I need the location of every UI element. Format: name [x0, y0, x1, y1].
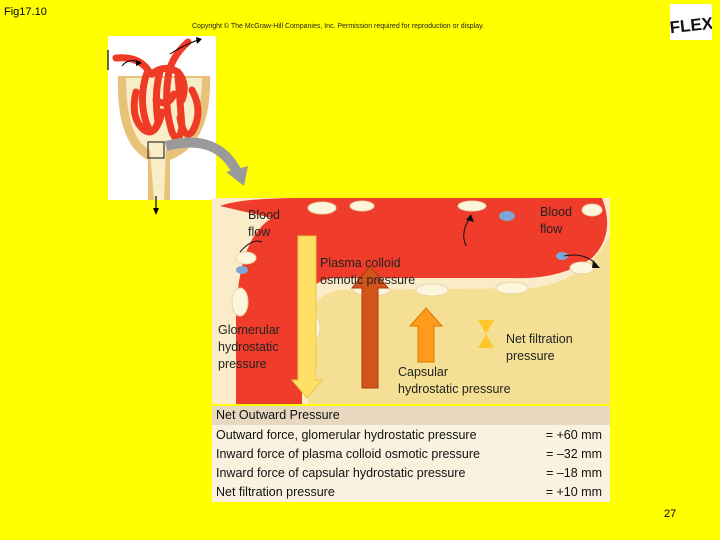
row-value: = +60 mm	[545, 428, 602, 442]
glomerular-pressure-arrow	[290, 235, 324, 399]
net-filtration-arrow	[478, 320, 494, 348]
nucleus	[556, 252, 568, 260]
row-value: = –18 mm	[546, 466, 602, 480]
table-title: Net Outward Pressure	[212, 406, 610, 425]
plasma-colloid-label: Plasma colloid osmotic pressure	[320, 256, 416, 287]
table-row: Net filtration pressure = +10 mm	[212, 483, 610, 502]
figure-label: Fig17.10	[4, 6, 47, 18]
flex-logo-icon: FLEX	[670, 4, 712, 40]
table-row: Outward force, glomerular hydrostatic pr…	[212, 426, 610, 445]
table-row: Inward force of plasma colloid osmotic p…	[212, 445, 610, 464]
row-value: = –32 mm	[546, 447, 602, 461]
zoom-arrow	[164, 137, 243, 177]
capsular-pressure-label: Capsular hydrostatic pressure	[398, 365, 511, 396]
net-filtration-label: Net filtration pressure	[506, 332, 573, 363]
copyright-notice: Copyright © The McGraw-Hill Companies, I…	[192, 23, 485, 30]
zoom-arrowhead-icon	[226, 166, 248, 186]
row-label: Net filtration pressure	[216, 485, 335, 499]
plasma-colloid-pressure-arrow	[350, 265, 390, 389]
row-label: Inward force of capsular hydrostatic pre…	[216, 466, 466, 480]
pressure-table: Net Outward Pressure Outward force, glom…	[212, 406, 610, 502]
table-row: Inward force of capsular hydrostatic pre…	[212, 464, 610, 483]
capillary-detail-panel: Blood flow Blood flow Plasma colloid osm…	[212, 198, 610, 404]
flow-arrow-icon	[592, 260, 600, 268]
nucleus	[236, 266, 248, 274]
capsular-pressure-arrow	[408, 307, 444, 363]
capillary-illustration	[212, 198, 610, 404]
flow-arrow-icon	[466, 214, 474, 222]
row-value: = +10 mm	[545, 485, 602, 499]
row-label: Outward force, glomerular hydrostatic pr…	[216, 428, 477, 442]
row-label: Inward force of plasma colloid osmotic p…	[216, 447, 481, 461]
blood-flow-out-label: Blood flow	[540, 205, 572, 236]
outflow-arrow-icon	[153, 208, 159, 215]
glomerulus-illustration	[112, 37, 211, 200]
glomerulus-inset	[108, 36, 216, 200]
logo-text: FLEX	[670, 14, 712, 38]
zoom-box	[147, 141, 165, 159]
nucleus	[499, 211, 515, 221]
blood-flow-in-label: Blood flow	[248, 208, 280, 239]
capillary-lumen	[220, 198, 608, 404]
page-number: 27	[664, 508, 677, 520]
glomerular-pressure-label: Glomerular hydrostatic pressure	[218, 323, 280, 371]
